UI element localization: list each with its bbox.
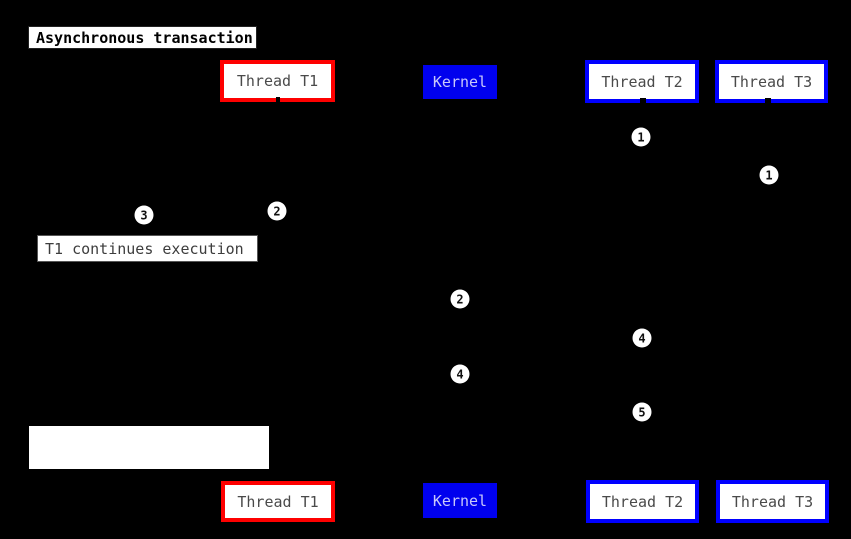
participant-thread-t3-bottom: Thread T3: [716, 480, 829, 523]
participant-thread-t2-bottom: Thread T2: [586, 480, 699, 523]
sequence-number-badge: 1: [631, 127, 651, 147]
participant-kernel-top: Kernel: [423, 65, 497, 99]
participant-thread-t1-top: Thread T1: [220, 60, 335, 102]
participant-kernel-bottom: Kernel: [423, 483, 497, 518]
participant-thread-t2-top: Thread T2: [585, 60, 699, 103]
lifeline-tick-t3-top: [765, 98, 771, 106]
sequence-number-badge: 2: [450, 289, 470, 309]
sequence-number-badge: 5: [632, 402, 652, 422]
note-t1-continues-execution: T1 continues execution: [37, 235, 258, 262]
lifeline-tick-t1-top: [276, 97, 280, 104]
participant-thread-t1-bottom: Thread T1: [221, 481, 335, 522]
participant-thread-t3-top: Thread T3: [715, 60, 828, 103]
sequence-number-badge: 4: [632, 328, 652, 348]
diagram-title: Asynchronous transaction: [28, 26, 257, 49]
lifeline-arrowhead-t1-bottom: [271, 474, 283, 483]
sequence-number-badge: 4: [450, 364, 470, 384]
lifeline-tick-t2-top: [640, 98, 646, 106]
sequence-number-badge: 2: [267, 201, 287, 221]
sequence-number-badge: 3: [134, 205, 154, 225]
sequence-number-badge: 1: [759, 165, 779, 185]
note-blank: [29, 426, 269, 469]
